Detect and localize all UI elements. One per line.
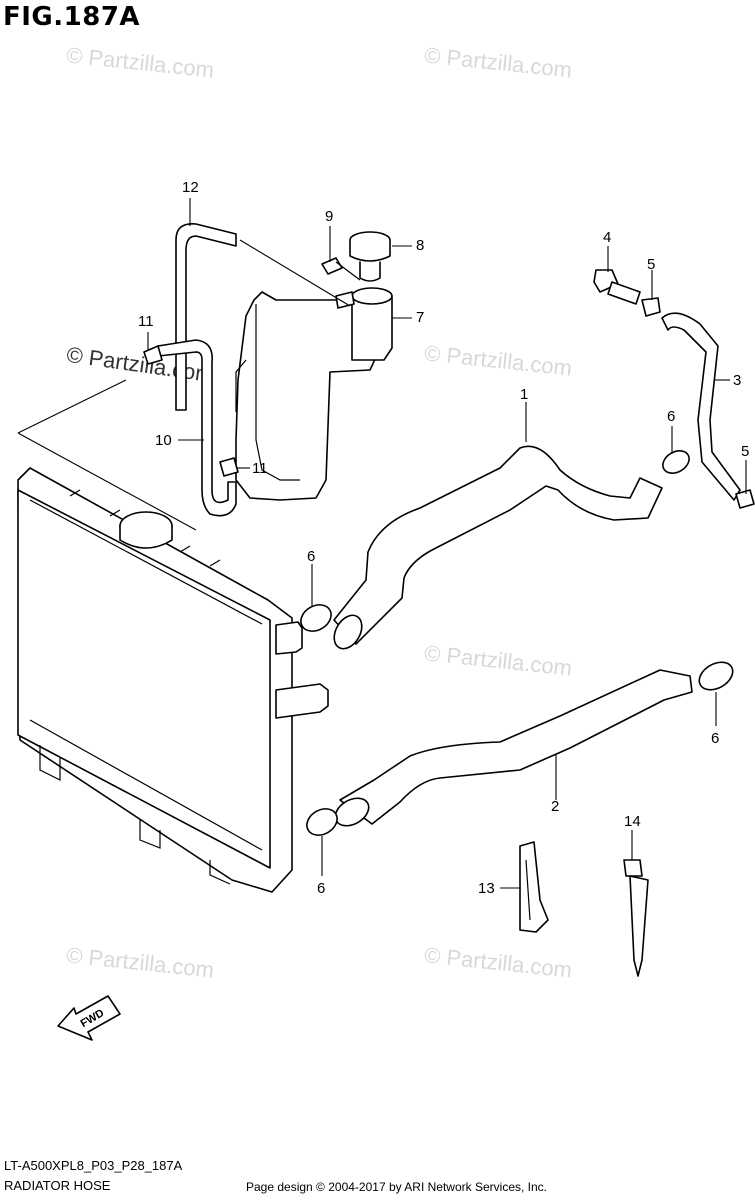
hose-3 — [661, 312, 741, 501]
callout-6b: 6 — [307, 548, 316, 565]
callout-3: 3 — [733, 372, 742, 389]
reserve-tank — [235, 287, 393, 501]
callout-11b: 11 — [252, 460, 268, 477]
callout-2: 2 — [551, 798, 560, 815]
callout-5a: 5 — [647, 256, 656, 273]
figure-name: RADIATOR HOSE — [4, 1178, 111, 1193]
clamp-6 — [300, 450, 734, 836]
callout-6a: 6 — [667, 408, 676, 425]
callout-8: 8 — [416, 237, 425, 254]
callout-7: 7 — [416, 309, 425, 326]
fwd-arrow-icon — [57, 995, 121, 1041]
callout-10: 10 — [155, 432, 172, 449]
callout-4: 4 — [603, 229, 612, 246]
radiator — [17, 467, 329, 893]
clamp-11 — [143, 345, 239, 477]
callout-14: 14 — [624, 813, 641, 830]
clamp-5 — [641, 297, 755, 509]
figure-code: LT-A500XPL8_P03_P28_187A — [4, 1158, 183, 1173]
hose-10 — [157, 339, 237, 517]
callout-13: 13 — [478, 880, 495, 897]
hose-2 — [334, 669, 693, 827]
fitting-4 — [593, 269, 641, 305]
page-credit: Page design © 2004-2017 by ARI Network S… — [246, 1180, 548, 1194]
bolt-9 — [321, 257, 361, 281]
callout-11a: 11 — [138, 313, 154, 330]
callout-12: 12 — [182, 179, 199, 196]
callout-1: 1 — [520, 386, 529, 403]
callout-9: 9 — [325, 208, 334, 225]
callout-5b: 5 — [741, 443, 750, 460]
tank-cap — [349, 231, 391, 282]
callout-6d: 6 — [317, 880, 326, 897]
figure-title: FIG.187A — [3, 2, 141, 32]
hose-12 — [175, 223, 237, 411]
hose-1 — [333, 445, 663, 650]
cable-tie-14 — [623, 859, 649, 977]
clip-13 — [519, 841, 549, 933]
callout-6c: 6 — [711, 730, 720, 747]
